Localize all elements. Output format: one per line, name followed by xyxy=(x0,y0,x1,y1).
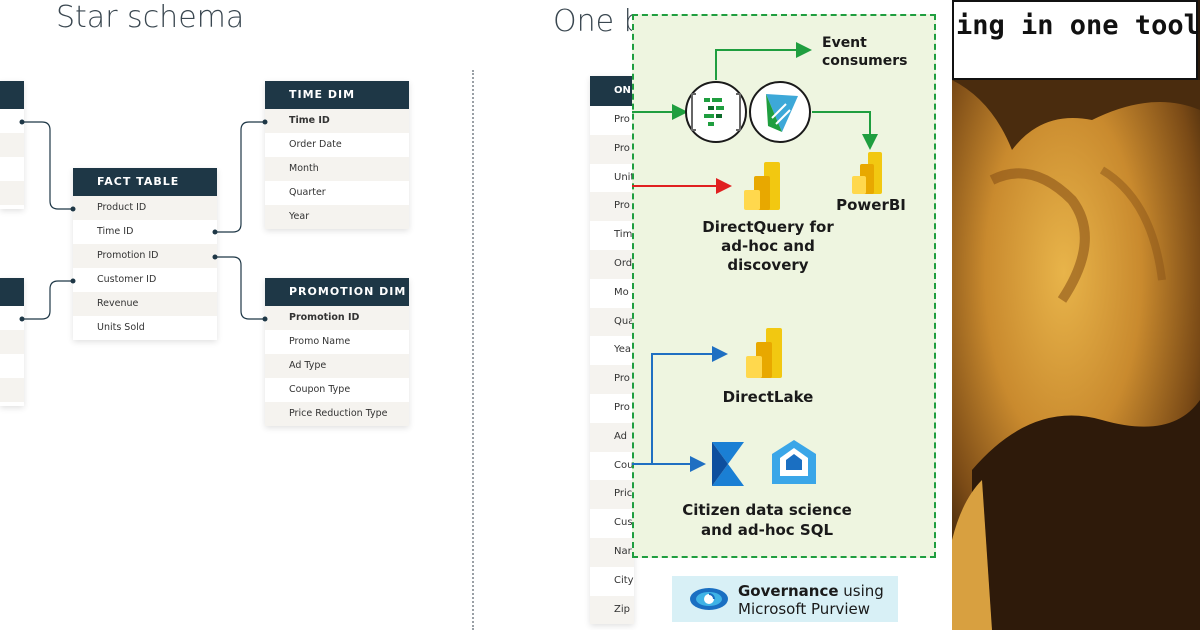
schema-connectors xyxy=(19,119,268,322)
directquery-line1: DirectQuery for xyxy=(702,218,834,236)
table-row: Promotion ID xyxy=(265,306,409,330)
slide-divider xyxy=(472,70,474,630)
connector-customer xyxy=(22,280,73,320)
list-item: Pro xyxy=(590,393,634,423)
list-item: Pro xyxy=(590,106,634,135)
table-row: Month xyxy=(265,157,409,181)
list-item: Ad xyxy=(590,422,634,452)
one-big-table-title: One b xyxy=(553,4,643,39)
powerbi-label: PowerBI xyxy=(836,196,906,214)
citizen-line1: Citizen data science xyxy=(682,501,852,519)
list-item: Ord xyxy=(590,249,634,279)
event-consumers-line1: Event xyxy=(822,35,867,51)
one-big-table-header: ON xyxy=(590,76,634,106)
table-row: Order Date xyxy=(265,133,409,157)
connector-time xyxy=(215,121,265,233)
dim-table-cropped-top xyxy=(0,81,24,209)
promotion-dim-table: PROMOTION DIM Promotion ID Promo Name Ad… xyxy=(265,278,409,426)
meme-caption: ing in one tool xyxy=(956,10,1200,41)
table-row: Promo Name xyxy=(265,330,409,354)
powerbi-directlake-icon xyxy=(746,328,782,378)
table-row: Quarter xyxy=(265,181,409,205)
purview-icon xyxy=(690,588,728,610)
citizen-line2: and ad-hoc SQL xyxy=(700,521,834,539)
citizen-label: Citizen data science and ad-hoc SQL xyxy=(682,500,852,540)
list-item: Unit xyxy=(590,163,634,193)
event-consumers-label: Event consumers xyxy=(822,34,908,70)
governance-line2: Microsoft Purview xyxy=(738,600,871,618)
connector-product xyxy=(22,121,73,210)
list-item: Tim xyxy=(590,221,634,250)
list-item: Mo xyxy=(590,278,634,308)
dim-table-cropped-bottom xyxy=(0,278,24,406)
powerbi-icon xyxy=(852,152,882,194)
flow-diagram xyxy=(632,42,882,486)
fact-table: FACT TABLE Product ID Time ID Promotion … xyxy=(73,168,217,340)
table-row: Product ID xyxy=(73,196,217,220)
list-item: Zip xyxy=(590,595,634,625)
green-arrow-event xyxy=(715,42,812,80)
synapse-icon xyxy=(712,442,744,486)
table-row: Time ID xyxy=(73,220,217,244)
table-row: Promotion ID xyxy=(73,244,217,268)
list-item: Qua xyxy=(590,307,634,337)
governance-bold: Governance xyxy=(738,582,839,600)
directlake-label: DirectLake xyxy=(722,388,814,406)
governance-line1: Governance using xyxy=(738,582,884,600)
powerbi-directquery-icon xyxy=(744,162,780,210)
directquery-line3: discovery xyxy=(727,256,809,274)
meme-painting xyxy=(952,0,1200,630)
meme-caption-box: ing in one tool xyxy=(952,0,1200,80)
list-item: Cou xyxy=(590,451,634,481)
list-item: Pro xyxy=(590,365,634,394)
list-item: Cus xyxy=(590,509,634,538)
directquery-line2: ad-hoc and xyxy=(721,237,815,255)
table-row: Year xyxy=(265,205,409,229)
table-row: Units Sold xyxy=(73,316,217,340)
governance-badge: Governance using Microsoft Purview xyxy=(672,576,898,622)
kql-database-icon xyxy=(749,81,811,143)
eventstream-icon xyxy=(685,81,747,143)
lakehouse-icon xyxy=(772,440,816,484)
star-schema-title: Star schema xyxy=(56,0,245,35)
painting-art xyxy=(952,0,1200,630)
table-row: Time ID xyxy=(265,109,409,133)
list-item: Pro xyxy=(590,192,634,222)
table-row: Coupon Type xyxy=(265,378,409,402)
fact-table-header: FACT TABLE xyxy=(73,168,217,196)
table-row: Ad Type xyxy=(265,354,409,378)
blue-arrow-directlake xyxy=(651,346,728,464)
table-row: Price Reduction Type xyxy=(265,402,409,426)
list-item: Pro xyxy=(590,134,634,164)
list-item: Yea xyxy=(590,336,634,366)
time-dim-header: TIME DIM xyxy=(265,81,409,109)
list-item: Nar xyxy=(590,537,634,567)
governance-rest: using xyxy=(838,582,884,600)
time-dim-table: TIME DIM Time ID Order Date Month Quarte… xyxy=(265,81,409,229)
list-item: Pric xyxy=(590,480,634,510)
connector-promotion xyxy=(215,256,265,320)
green-arrow-powerbi xyxy=(812,111,878,150)
table-row: Revenue xyxy=(73,292,217,316)
directquery-label: DirectQuery for ad-hoc and discovery xyxy=(700,218,836,275)
promotion-dim-header: PROMOTION DIM xyxy=(265,278,409,306)
table-row: Customer ID xyxy=(73,268,217,292)
event-consumers-line2: consumers xyxy=(822,53,908,69)
list-item: City xyxy=(590,566,634,596)
